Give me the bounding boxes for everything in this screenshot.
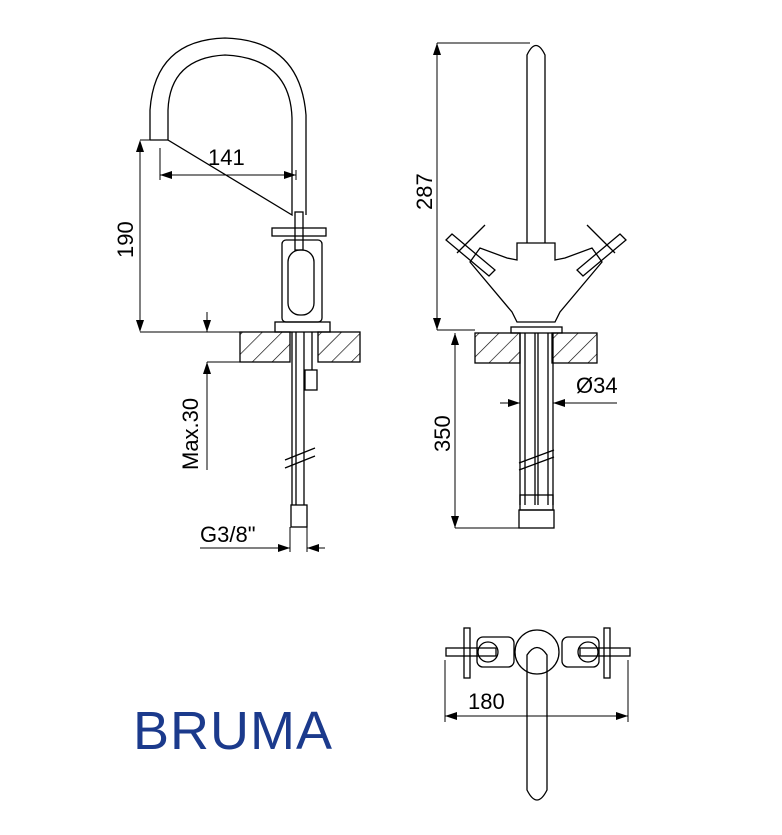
spout [149,37,307,217]
counter-right [317,331,361,363]
left-handle [445,224,496,277]
handle-cross [271,227,327,237]
hoses [519,333,554,505]
dim-thread: G3/8" [200,522,256,547]
right-handle [576,224,627,277]
spout-pipe [526,44,546,243]
front-view [433,42,627,529]
faucet-body [469,242,603,323]
side-view [136,37,361,552]
dim-spout-reach: 141 [208,145,245,170]
base [274,321,331,333]
dim-hose-length: 350 [430,415,455,452]
brand-logo: BRUMA [133,701,334,761]
hose [291,332,313,505]
dim-spout-height: 190 [113,221,138,258]
dim-handle-span: 180 [468,689,505,714]
hose-nut [290,504,308,528]
top-view [444,627,631,801]
dim-max-thickness: Max.30 [178,398,203,470]
base [510,326,563,334]
spout-top [526,646,548,801]
counter-left [239,331,291,363]
dim-total-height: 287 [412,173,437,210]
dim-hole-diameter: Ø34 [576,373,618,398]
